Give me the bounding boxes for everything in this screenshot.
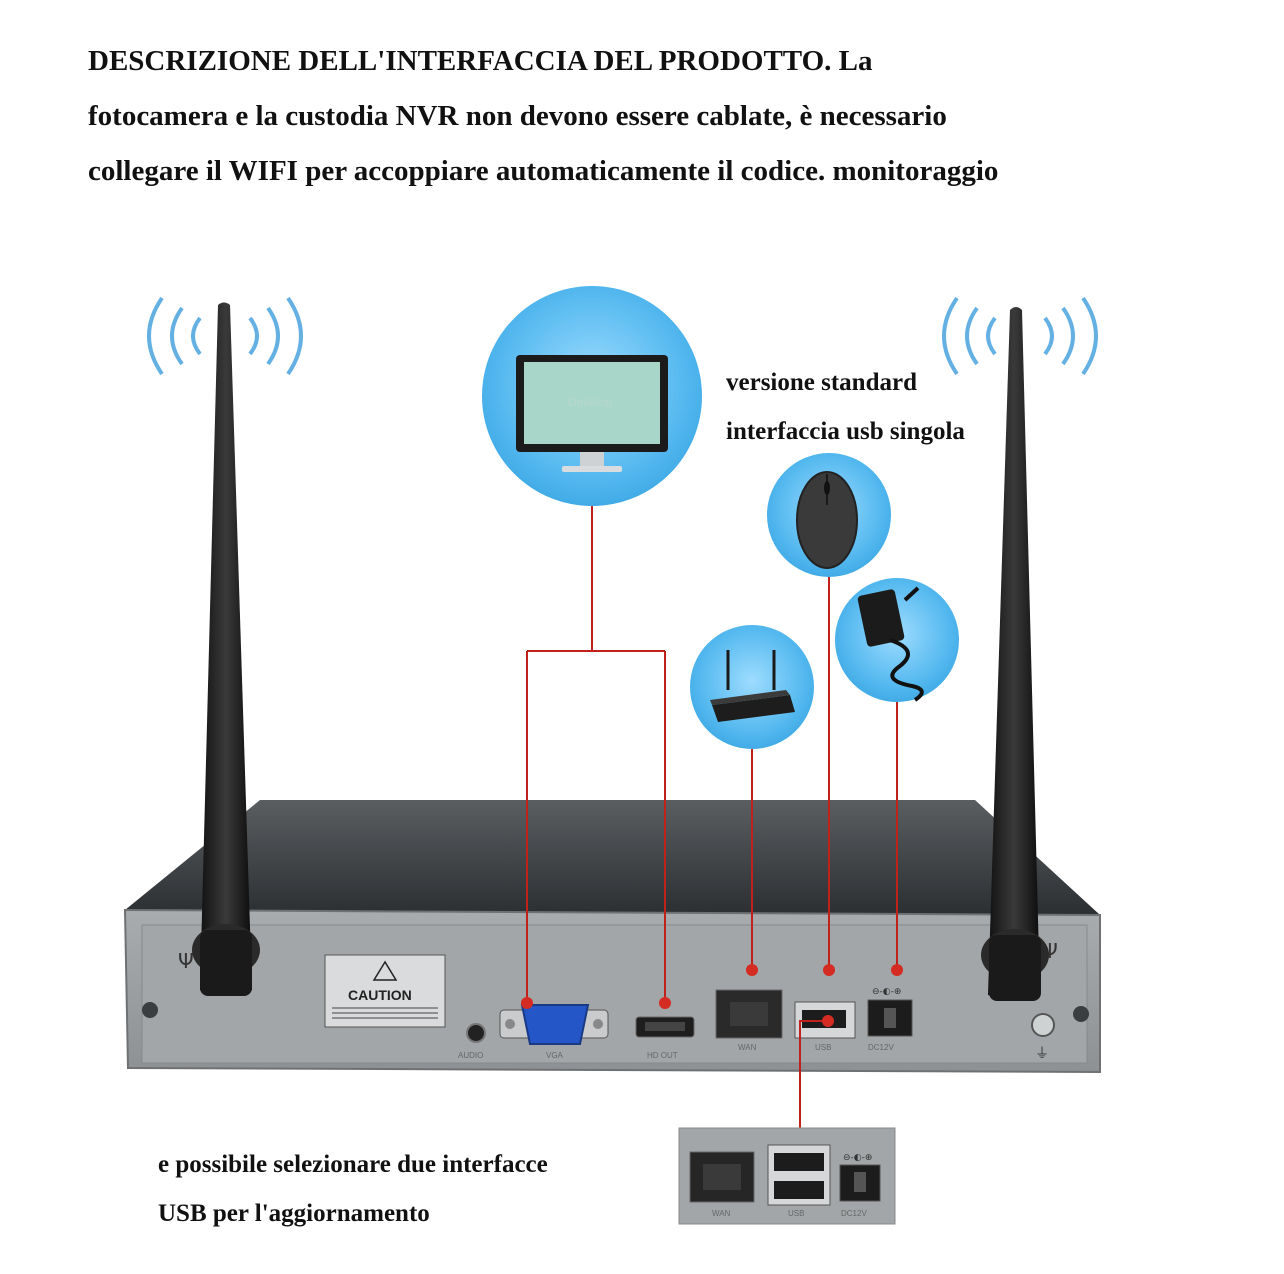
antenna-symbol-left-icon: Ψ [178, 949, 194, 973]
svg-text:⊖-◐-⊕: ⊖-◐-⊕ [872, 987, 901, 997]
header-description: DESCRIZIONE DELL'INTERFACCIA DEL PRODOTT… [88, 34, 1208, 199]
dual-note-line-2: USB per l'aggiornamento [158, 1200, 430, 1227]
header-line-3: collegare il WIFI per accoppiare automat… [88, 155, 999, 187]
standard-version-note: versione standard interfaccia usb singol… [726, 358, 965, 456]
vga-connector-dot [521, 997, 533, 1009]
inset-usb-label: USB [788, 1209, 804, 1218]
chassis-top [125, 800, 1100, 915]
power-adapter-icon [857, 586, 924, 702]
header-line-1: DESCRIZIONE DELL'INTERFACCIA DEL PRODOTT… [88, 45, 873, 77]
caution-fine-print [332, 1007, 438, 1019]
warning-triangle-icon [372, 960, 398, 981]
monitor-screen-text: Desktop [568, 395, 612, 409]
nvr-chassis: Ψ Ψ ⏚ CAUTION AUDIO VGA HD OUT [123, 800, 1101, 1074]
audio-port-label: AUDIO [458, 1051, 483, 1060]
audio-port [466, 1023, 486, 1043]
wifi-waves-right-icon [942, 296, 1098, 376]
header-line-2: fotocamera e la custodia NVR non devono … [88, 100, 947, 132]
inset-dc-label: DC12V [841, 1209, 867, 1218]
screw-right-icon [1073, 1006, 1089, 1022]
power-adapter-bubble [835, 578, 959, 702]
dc-connector-dot [891, 964, 903, 976]
connector-dots [521, 964, 903, 1149]
standard-note-line-1: versione standard [726, 369, 917, 396]
dc-power-port: ⊖-◐-⊕ [867, 987, 913, 1037]
usb-upgrade-dot [822, 1015, 834, 1027]
chassis-inner-panel [141, 924, 1088, 1064]
standard-note-line-2: interfaccia usb singola [726, 418, 965, 445]
inset-dual-usb-port [767, 1144, 831, 1206]
router-bubble [690, 625, 814, 749]
wan-connector-dot [746, 964, 758, 976]
router-icon [710, 650, 795, 722]
antenna-left [192, 302, 260, 996]
ground-symbol-icon: ⏚ [1035, 1046, 1049, 1062]
inset-wan-label: WAN [712, 1209, 731, 1218]
vga-port [499, 1004, 609, 1045]
dual-usb-inset-panel: WAN USB ⊖-◐-⊕ DC12V [678, 1127, 896, 1225]
hdmi-connector-dot [659, 997, 671, 1009]
caution-label [324, 954, 446, 1028]
ground-screw-icon [1031, 1013, 1055, 1037]
connector-lines [526, 506, 898, 1145]
inset-wan-port [689, 1151, 755, 1203]
inset-dc-port: ⊖-◐-⊕ [839, 1153, 881, 1202]
wan-port [715, 989, 783, 1039]
mouse-bubble [767, 453, 891, 577]
usb-port-label: USB [815, 1043, 831, 1052]
monitor-bubble: Desktop [482, 286, 702, 506]
monitor-connector-line [526, 506, 666, 1003]
usb-connector-dot [823, 964, 835, 976]
hdmi-port [635, 1016, 695, 1038]
wan-port-label: WAN [738, 1043, 757, 1052]
dual-usb-note: e possibile selezionare due interfacce U… [158, 1140, 548, 1238]
wifi-waves-left-icon [147, 296, 303, 376]
mouse-icon [796, 471, 858, 569]
screw-left-icon [142, 1002, 158, 1018]
dc-port-label: DC12V [868, 1043, 894, 1052]
antenna-right [981, 307, 1049, 1001]
dual-note-line-1: e possibile selezionare due interfacce [158, 1151, 548, 1178]
vga-port-label: VGA [546, 1051, 564, 1060]
caution-text: CAUTION [348, 987, 412, 1003]
hdmi-port-label: HD OUT [647, 1051, 678, 1060]
usb-upgrade-connector-line [799, 1020, 828, 1145]
svg-text:⊖-◐-⊕: ⊖-◐-⊕ [843, 1153, 872, 1163]
